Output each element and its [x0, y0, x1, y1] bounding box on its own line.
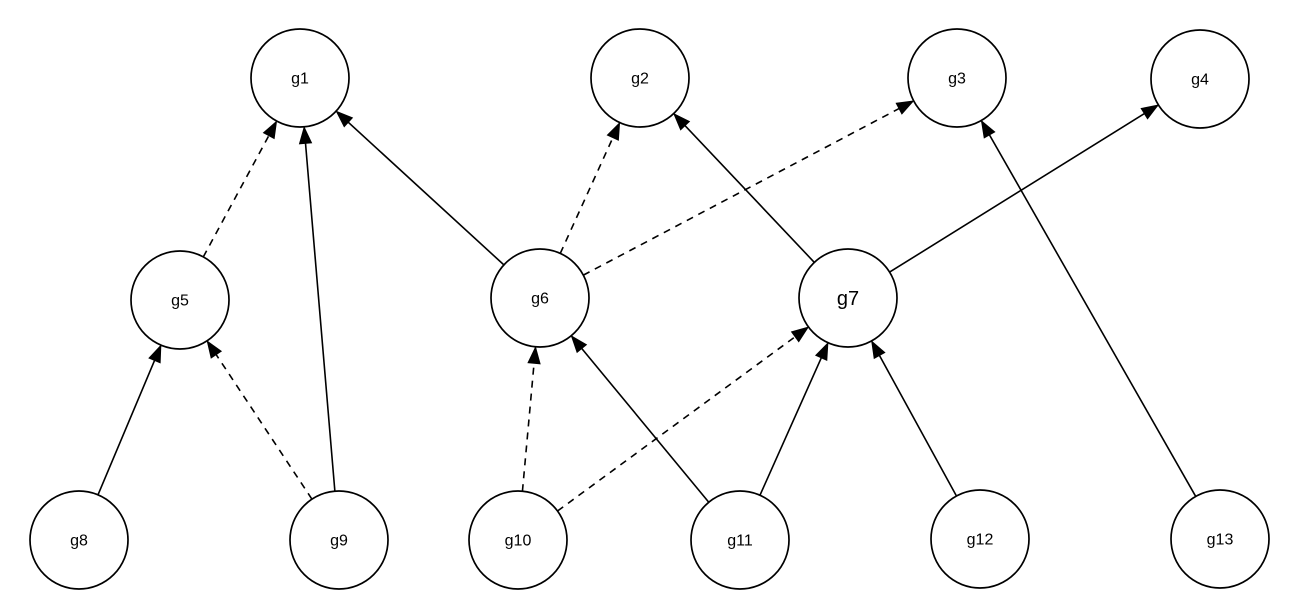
- node-circle-g13: [1170, 489, 1270, 589]
- node-g13: g13: [1170, 489, 1270, 589]
- node-circle-g7: [798, 248, 898, 348]
- edge-g5-g1: [202, 122, 276, 258]
- edge-g6-g1: [337, 112, 505, 266]
- node-g1: g1: [250, 28, 350, 128]
- edge-g6-g3: [582, 101, 912, 276]
- edge-g9-g1: [304, 128, 336, 492]
- node-g4: g4: [1150, 29, 1250, 129]
- node-circle-g1: [250, 28, 350, 128]
- node-label-g5: g5: [171, 293, 189, 310]
- node-g9: g9: [289, 490, 389, 590]
- node-label-g1: g1: [291, 71, 309, 88]
- node-label-g3: g3: [948, 71, 966, 88]
- node-circle-g4: [1150, 29, 1250, 129]
- node-circle-g2: [590, 28, 690, 128]
- node-label-g10: g10: [505, 533, 532, 550]
- node-label-g4: g4: [1191, 72, 1209, 89]
- node-g3: g3: [907, 28, 1007, 128]
- node-circle-g3: [907, 28, 1007, 128]
- edge-g11-g7: [759, 344, 828, 496]
- node-label-g2: g2: [631, 71, 649, 88]
- edge-g7-g4: [889, 105, 1158, 273]
- node-g5: g5: [130, 250, 230, 350]
- edge-g10-g6: [521, 348, 535, 492]
- node-g10: g10: [468, 490, 568, 590]
- node-circle-g5: [130, 250, 230, 350]
- edge-g10-g7: [557, 328, 808, 512]
- node-g7: g7: [798, 248, 898, 348]
- node-circle-g9: [289, 490, 389, 590]
- edge-g11-g6: [572, 337, 710, 503]
- nodes-layer: g1 g2 g3 g4 g5 g6 g7 g8 g9 g10 g11 g12 g13: [29, 28, 1270, 590]
- node-label-g13: g13: [1207, 532, 1234, 549]
- node-g11: g11: [690, 490, 790, 590]
- node-label-g12: g12: [967, 532, 994, 549]
- node-g8: g8: [29, 490, 129, 590]
- node-circle-g8: [29, 490, 129, 590]
- node-circle-g6: [490, 248, 590, 348]
- node-label-g8: g8: [70, 533, 88, 550]
- node-g12: g12: [930, 489, 1030, 589]
- edge-g9-g5: [208, 342, 313, 500]
- edge-g6-g2: [559, 124, 619, 254]
- node-g2: g2: [590, 28, 690, 128]
- edge-g13-g3: [982, 121, 1197, 497]
- node-label-g11: g11: [727, 533, 753, 550]
- node-circle-g10: [468, 490, 568, 590]
- edge-g12-g7: [872, 342, 958, 497]
- node-circle-g12: [930, 489, 1030, 589]
- edges-layer: [97, 101, 1197, 512]
- edge-g7-g2: [674, 114, 815, 263]
- node-g6: g6: [490, 248, 590, 348]
- node-label-g9: g9: [330, 533, 348, 550]
- node-label-g6: g6: [531, 291, 549, 308]
- edge-g8-g5: [97, 346, 161, 496]
- node-label-g7: g7: [837, 288, 859, 310]
- node-circle-g11: [690, 490, 790, 590]
